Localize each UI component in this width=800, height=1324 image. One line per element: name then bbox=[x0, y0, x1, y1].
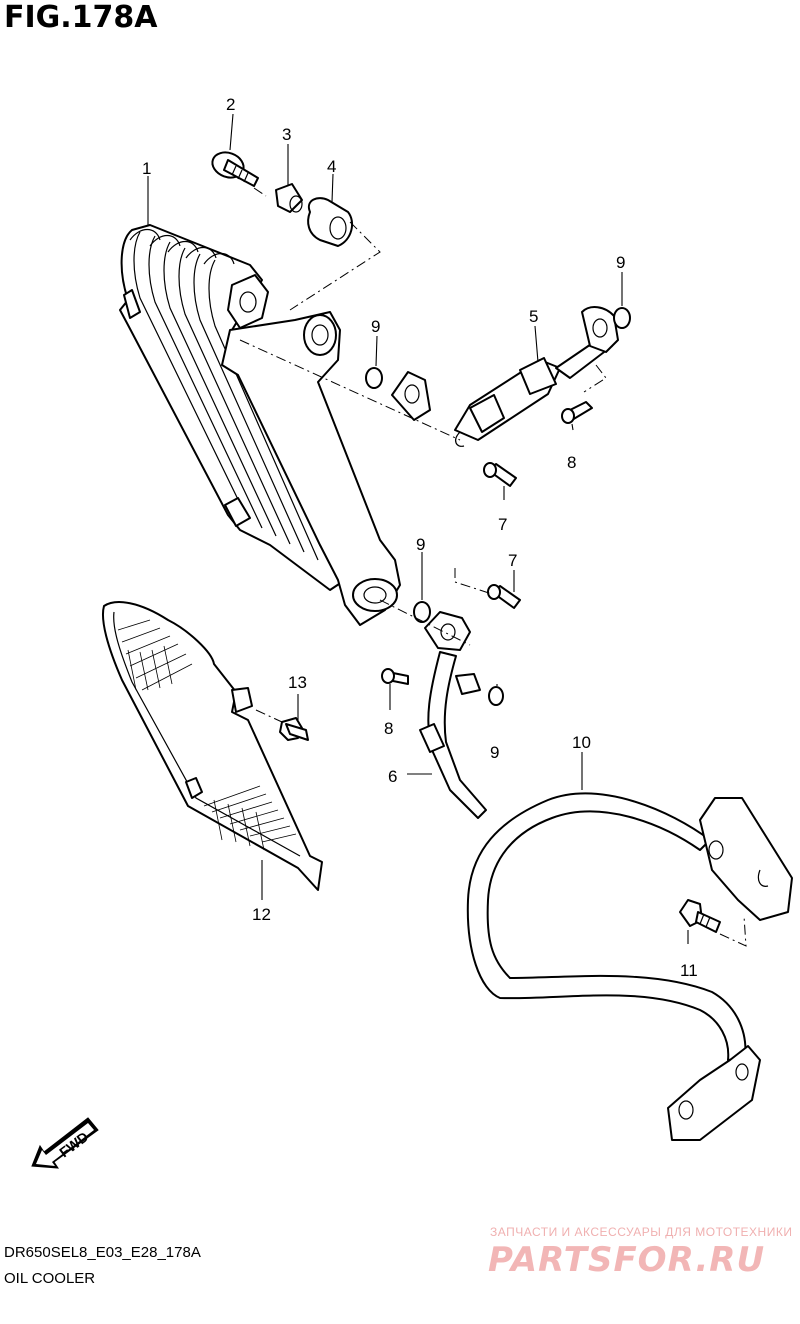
callout-3: 3 bbox=[282, 125, 291, 144]
rubber-grommet[interactable] bbox=[307, 197, 354, 247]
callout-9-c: 9 bbox=[416, 535, 425, 554]
page-title: FIG.178A bbox=[4, 0, 158, 35]
callout-2: 2 bbox=[226, 95, 235, 114]
o-ring-a[interactable] bbox=[613, 307, 631, 329]
o-ring-c[interactable] bbox=[413, 601, 431, 623]
flange-bolt-lower[interactable] bbox=[487, 584, 521, 609]
callout-6: 6 bbox=[388, 767, 397, 786]
oil-pipe[interactable] bbox=[419, 611, 487, 819]
callout-8-lower: 8 bbox=[384, 719, 393, 738]
callout-10: 10 bbox=[572, 733, 591, 752]
callout-8-upper: 8 bbox=[567, 453, 576, 472]
figure-code: DR650SEL8_E03_E28_178A bbox=[4, 1244, 201, 1261]
callout-labels: 1 2 3 4 5 6 7 7 8 8 9 9 9 9 10 11 12 13 bbox=[142, 95, 698, 980]
callout-12: 12 bbox=[252, 905, 271, 924]
guard-bracket[interactable] bbox=[466, 792, 793, 1141]
pipe-bolt-lower[interactable] bbox=[381, 668, 409, 685]
guard-bolt[interactable] bbox=[679, 899, 721, 933]
flange-bolt-upper[interactable] bbox=[483, 462, 517, 487]
oil-hose-assembly[interactable] bbox=[391, 306, 619, 447]
callout-5: 5 bbox=[529, 307, 538, 326]
callout-4: 4 bbox=[327, 157, 336, 176]
screen-bolt[interactable] bbox=[279, 717, 309, 741]
callout-9-b: 9 bbox=[371, 317, 380, 336]
o-ring-d[interactable] bbox=[488, 686, 504, 706]
callout-7-lower: 7 bbox=[508, 551, 517, 570]
center-lines bbox=[239, 187, 747, 947]
callout-7-upper: 7 bbox=[498, 515, 507, 534]
watermark-logo: PARTSFOR.RU bbox=[488, 1240, 766, 1280]
fwd-arrow-icon: FWD bbox=[31, 1117, 99, 1169]
cooler-screen[interactable] bbox=[102, 601, 323, 891]
watermark-tagline: ЗАПЧАСТИ И АКСЕССУАРЫ ДЛЯ МОТОТЕХНИКИ bbox=[490, 1225, 793, 1239]
hose-bolt-upper[interactable] bbox=[561, 401, 593, 424]
bolt-with-washer[interactable] bbox=[209, 148, 259, 187]
callout-11: 11 bbox=[680, 961, 698, 980]
o-ring-b[interactable] bbox=[365, 367, 383, 389]
spacer-collar[interactable] bbox=[275, 183, 303, 213]
callout-9-a: 9 bbox=[616, 253, 625, 272]
oil-cooler-core[interactable] bbox=[119, 224, 401, 626]
callout-9-d: 9 bbox=[490, 743, 499, 762]
leader-lines bbox=[147, 113, 689, 944]
figure-caption: OIL COOLER bbox=[4, 1270, 96, 1287]
callout-13: 13 bbox=[288, 673, 307, 692]
callout-1: 1 bbox=[142, 159, 151, 178]
